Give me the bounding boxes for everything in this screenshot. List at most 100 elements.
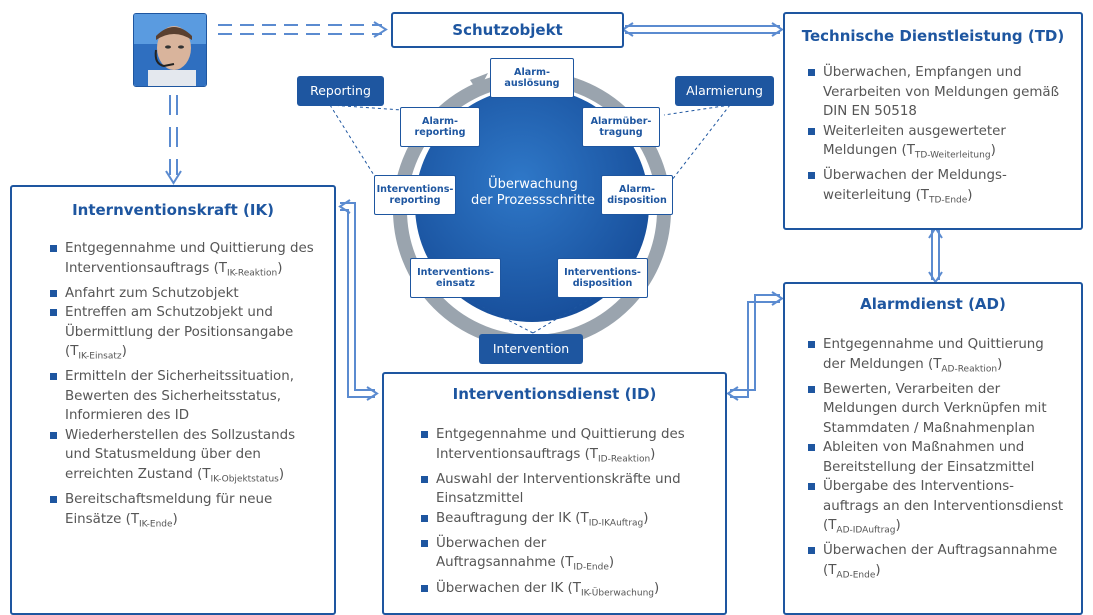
- list-item-line: Meldungen (TTD-Weiterleitung): [823, 141, 1081, 166]
- list-item-line: Übergabe des Interventions-: [823, 479, 1015, 495]
- list-item-line: Bereitstellung der Einsatzmittel: [823, 459, 1035, 475]
- list-item-line: Entreffen am Schutzobjekt und: [65, 305, 273, 321]
- step-alarmdisposition-line1: Alarm-: [619, 183, 655, 195]
- id-title: Interventionsdienst (ID): [452, 385, 657, 403]
- list-item-line: Stammdaten / Maßnahmenplan: [823, 420, 1035, 436]
- list-item-line: Anfahrt zum Schutzobjekt: [65, 285, 239, 301]
- step-alarmreporting-line1: Alarm-: [422, 115, 458, 127]
- list-item: Beauftragung der IK (TID-IKAuftrag): [420, 509, 725, 534]
- list-item-line: Überwachen der Auftragsannahme: [823, 543, 1058, 559]
- list-item-line: der Meldungen (TAD-Reaktion): [823, 355, 1081, 380]
- center-label-line2: der Prozessschritte: [470, 193, 596, 208]
- id-box: Interventionsdienst (ID) Entgegennahme u…: [382, 372, 727, 615]
- list-item-line: Überwachen der Meldungs-: [823, 168, 1007, 184]
- list-item-line: Weiterleiten ausgewerteter: [823, 123, 1006, 139]
- list-item-line: (TAD-Ende): [823, 561, 1081, 586]
- list-item-line: erreichten Zustand (TIK-Objektstatus): [65, 465, 334, 490]
- operator-photo: [133, 13, 207, 87]
- step-interventionsdisposition-line2: disposition: [572, 278, 633, 289]
- list-item-line: und Statusmeldung über den: [65, 447, 261, 463]
- list-item: Übergabe des Interventions-auftrags an d…: [807, 477, 1081, 541]
- list-item-line: Auftragsannahme (TID-Ende): [436, 553, 725, 578]
- list-item-line: (TIK-Einsatz): [65, 342, 334, 367]
- step-alarmuebertragung-line2: tragung: [599, 127, 643, 138]
- photo-to-ik-arrow: [165, 95, 182, 185]
- td-title: Technische Dienstleistung (TD): [801, 27, 1065, 45]
- list-item-close-paren: ): [875, 562, 881, 578]
- phase-intervention: Intervention: [479, 334, 583, 364]
- list-item: Überwachen der IK (TIK-Überwachung): [420, 579, 725, 604]
- list-item-line: Überwachen der IK (TIK-Überwachung): [436, 579, 725, 604]
- list-item: Entgegennahme und Quittierung der Meldung…: [807, 335, 1081, 380]
- step-interventionsreporting-line2: reporting: [389, 195, 441, 206]
- step-alarmausloesung-line2: auslösung: [504, 78, 560, 89]
- ad-list: Entgegennahme und Quittierung der Meldung…: [807, 335, 1081, 586]
- list-item-line: Beauftragung der IK (TID-IKAuftrag): [436, 509, 725, 534]
- step-interventionsreporting-line1: Interventions-: [376, 183, 454, 195]
- list-item-line: Meldungen durch Verknüpfen mit: [823, 401, 1047, 417]
- ik-box: Internventionskraft (IK) Entgegennahme u…: [10, 185, 336, 615]
- list-item-line: (TAD-IDAuftrag): [823, 516, 1081, 541]
- step-interventionsdisposition: Interventions- disposition: [557, 258, 648, 298]
- list-item-close-paren: ): [643, 510, 649, 526]
- list-item-text: Meldungen (T: [823, 143, 915, 158]
- list-item-close-paren: ): [997, 356, 1003, 372]
- list-item-line: Bewerten, Verarbeiten der: [823, 381, 1001, 397]
- list-item-text: (T: [65, 344, 79, 360]
- list-item-line: Einsatzmittel: [436, 491, 524, 507]
- list-item-line: Informieren des ID: [65, 408, 190, 424]
- photo-to-schutzobjekt-arrow: [218, 21, 388, 38]
- list-item-subscript: IK-Reaktion: [226, 268, 278, 279]
- list-item-subscript: IK-Überwachung: [580, 588, 654, 599]
- step-alarmreporting: Alarm- reporting: [400, 107, 480, 147]
- schutzobjekt-td-link: [621, 22, 784, 37]
- list-item-subscript: AD-IDAuftrag: [836, 525, 896, 536]
- step-alarmausloesung: Alarm- auslösung: [490, 58, 574, 98]
- list-item-text: Interventionsauftrags (T: [436, 446, 598, 462]
- list-item-text: Beauftragung der IK (T: [436, 510, 589, 526]
- ik-id-link: [338, 199, 379, 401]
- operator-headset-icon: [134, 14, 206, 86]
- ad-box: Alarmdienst (AD) Entgegennahme und Quitt…: [783, 282, 1083, 615]
- cycle-ring-arrowhead: [470, 73, 488, 92]
- step-alarmdisposition-line2: disposition: [607, 195, 667, 206]
- list-item-line: auftrags an den Interventionsdienst: [823, 498, 1064, 514]
- center-label-line1: Überwachung: [488, 177, 578, 192]
- list-item-close-paren: ): [967, 187, 973, 203]
- phase-reporting: Reporting: [297, 76, 384, 106]
- list-item: Anfahrt zum Schutzobjekt: [49, 284, 334, 304]
- list-item-text: Interventionsauftrags (T: [65, 260, 227, 276]
- step-interventionseinsatz-line2: einsatz: [436, 278, 475, 289]
- list-item-text: Einsätze (T: [65, 511, 140, 527]
- ik-title: Internventionskraft (IK): [72, 201, 274, 219]
- list-item-text: der Meldungen (T: [823, 356, 942, 372]
- step-interventionsreporting: Interventions- reporting: [374, 175, 456, 215]
- list-item-subscript: IK-Einsatz: [78, 351, 122, 362]
- list-item-line: Entgegennahme und Quittierung des: [65, 241, 314, 256]
- list-item-line: Ermitteln der Sicherheitssituation,: [65, 369, 294, 385]
- list-item-line: Entgegennahme und Quittierung: [823, 337, 1044, 352]
- list-item-subscript: TD-Ende: [928, 195, 968, 206]
- list-item-text: Auftragsannahme (T: [436, 555, 574, 571]
- list-item-subscript: TD-Weiterleitung: [914, 150, 991, 161]
- list-item: Ermitteln der Sicherheitssituation,Bewer…: [49, 367, 334, 426]
- step-alarmdisposition: Alarm- disposition: [601, 175, 673, 215]
- list-item-line: Bereitschaftsmeldung für neue: [65, 492, 273, 508]
- step-alarmreporting-line2: reporting: [414, 127, 466, 138]
- list-item-text: (T: [823, 562, 837, 578]
- phase-alarmierung: Alarmierung: [675, 76, 774, 106]
- list-item-line: Interventionsauftrags (TID-Reaktion): [436, 445, 725, 470]
- schutzobjekt-box: Schutzobjekt: [391, 12, 624, 48]
- step-interventionseinsatz-line1: Interventions-: [417, 266, 494, 278]
- list-item-subscript: ID-Ende: [573, 563, 609, 574]
